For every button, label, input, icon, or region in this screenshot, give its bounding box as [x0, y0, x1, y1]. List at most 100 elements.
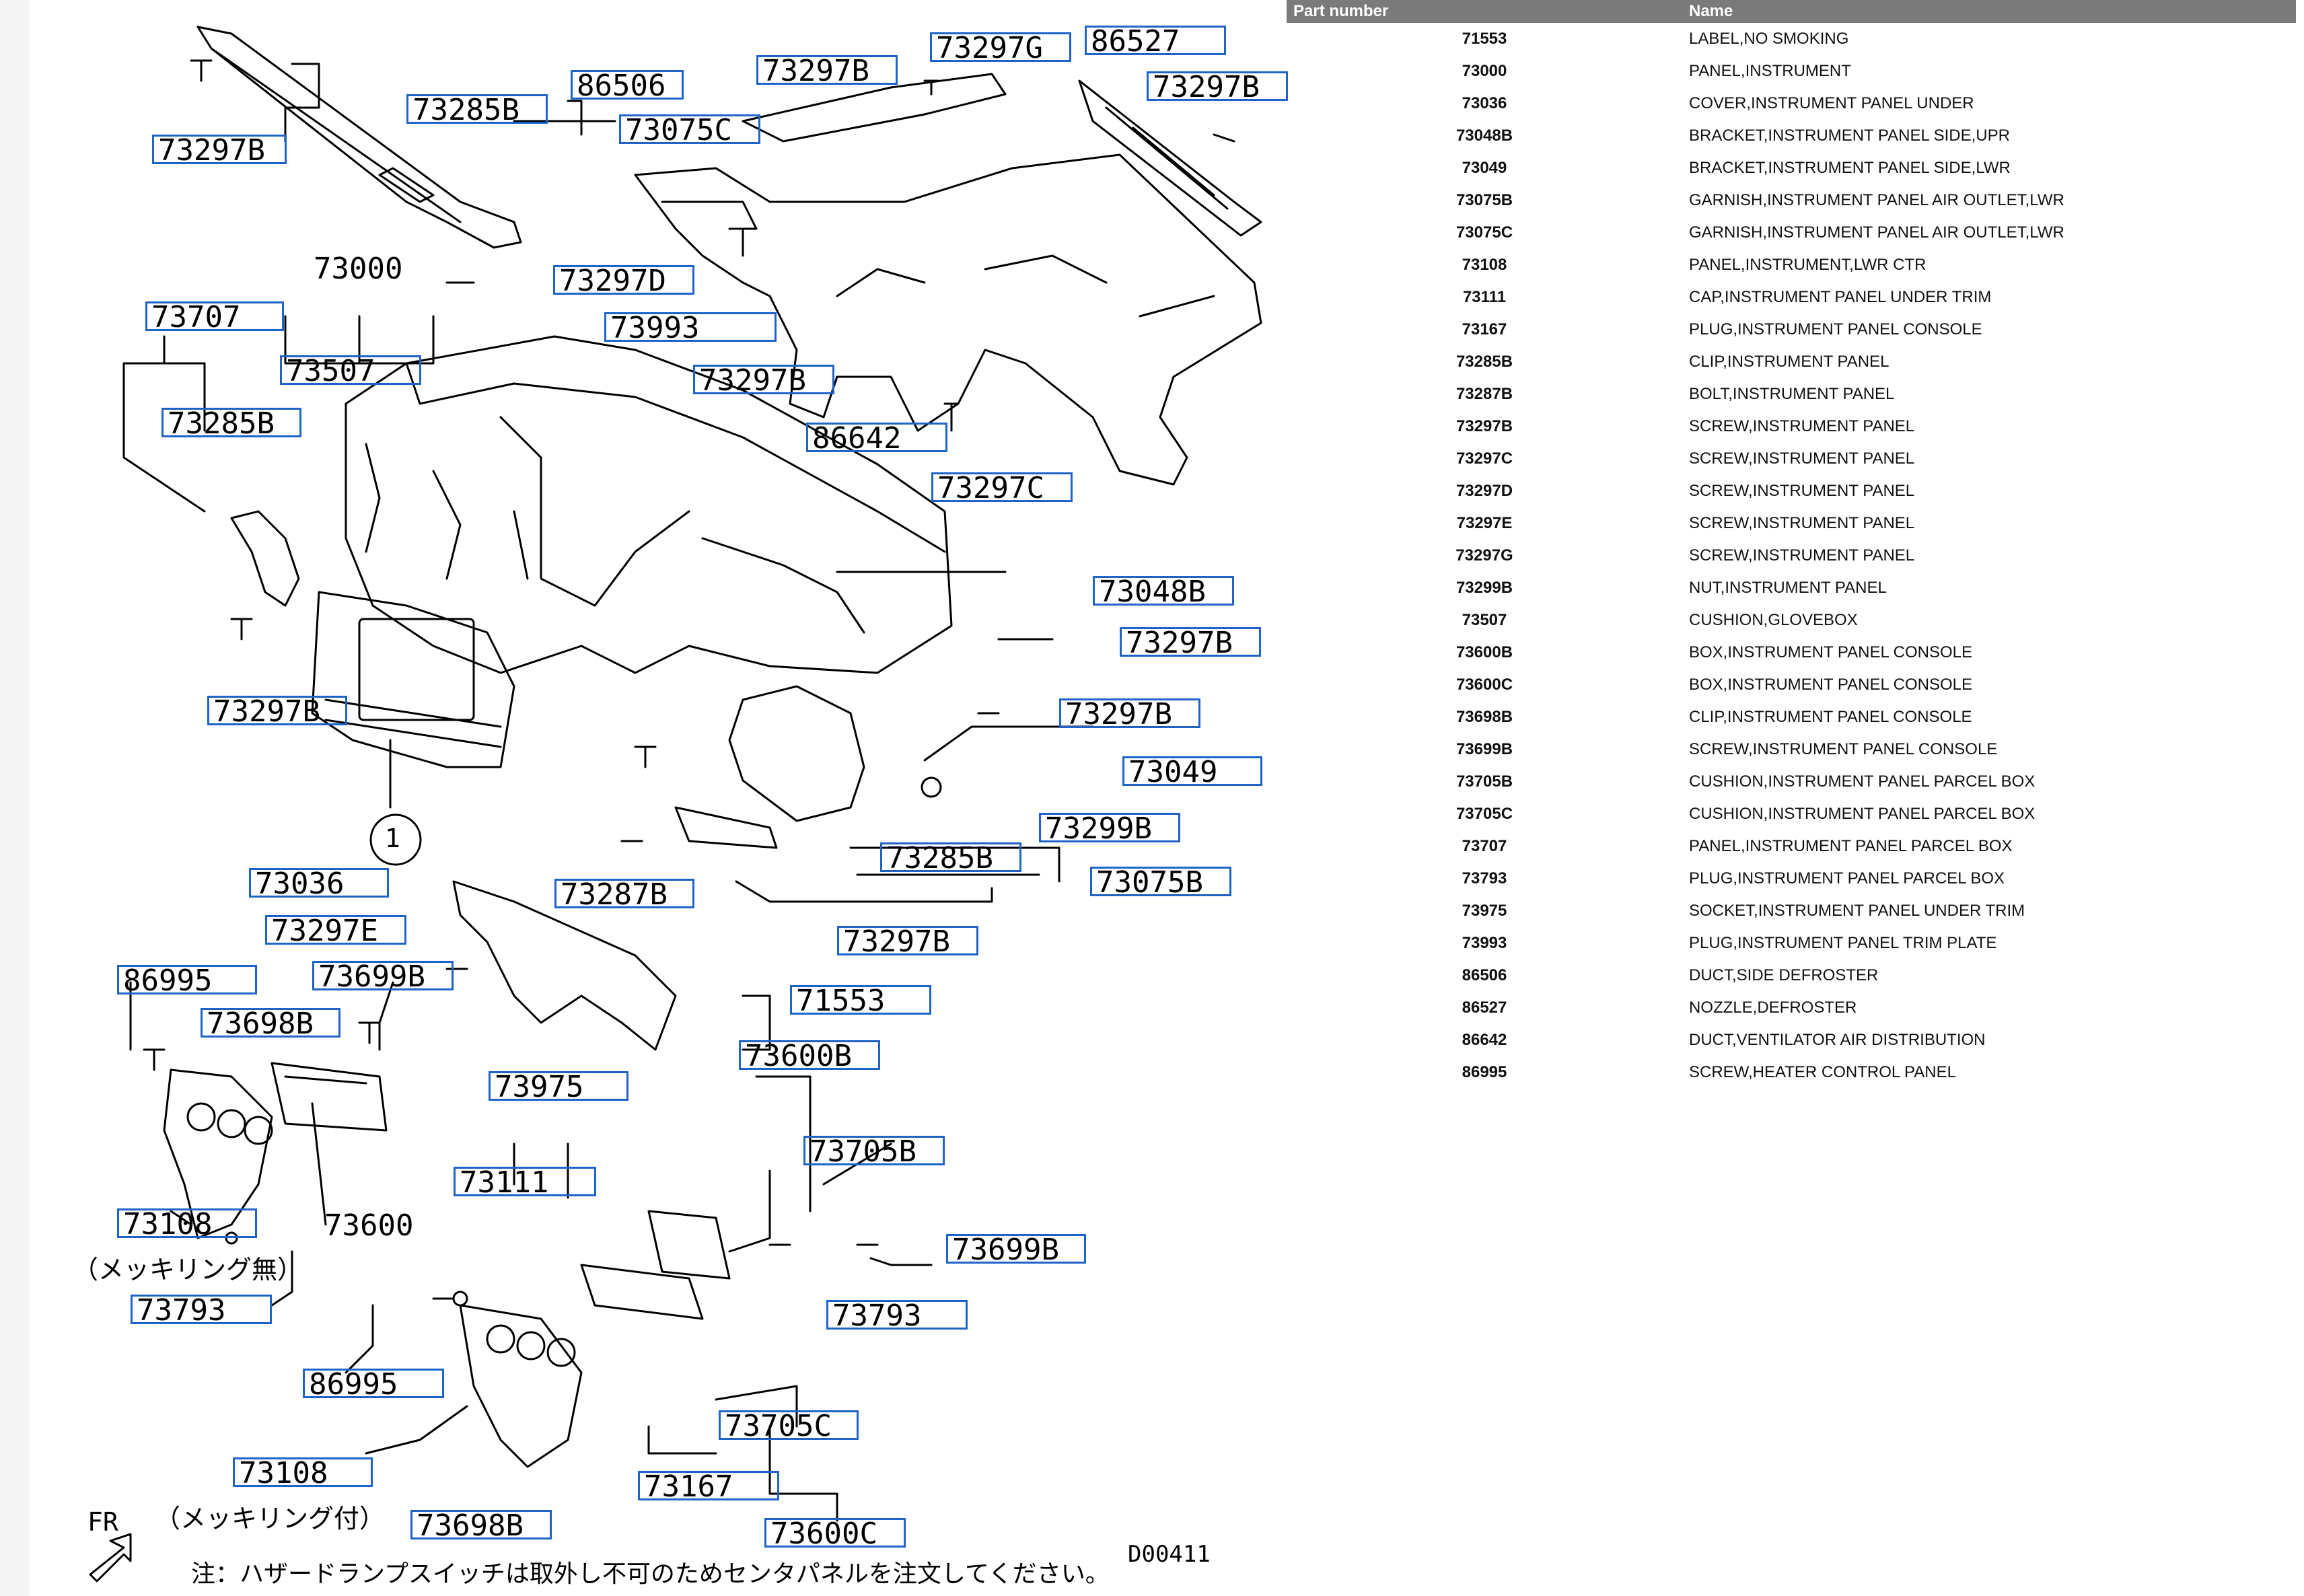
- fr-arrow: [89, 1533, 132, 1583]
- center-stack: [311, 591, 515, 768]
- callout-73111[interactable]: 73111: [454, 1167, 596, 1198]
- part-name-cell: SOCKET,INSTRUMENT PANEL UNDER TRIM: [1689, 902, 2025, 920]
- callout-73793[interactable]: 73793: [131, 1295, 272, 1326]
- callout-86527[interactable]: 86527: [1085, 26, 1226, 57]
- callout-73075b[interactable]: 73075B: [1090, 867, 1231, 898]
- callout-73049[interactable]: 73049: [1122, 756, 1262, 787]
- part-name-cell: LABEL,NO SMOKING: [1689, 30, 1849, 48]
- callout-71553[interactable]: 71553: [790, 985, 931, 1016]
- callout-73287b[interactable]: 73287B: [554, 879, 694, 910]
- part-number-cell: 73507: [1462, 611, 1507, 629]
- part-number-cell: 73600C: [1455, 676, 1513, 694]
- part-number-cell: 73167: [1462, 320, 1507, 338]
- column-header-part-number[interactable]: Part number: [1287, 0, 1682, 23]
- callout-73297b[interactable]: 73297B: [693, 365, 834, 396]
- callout-73297b[interactable]: 73297B: [837, 926, 978, 957]
- callout-73698b[interactable]: 73698B: [201, 1008, 340, 1039]
- callout-73699b[interactable]: 73699B: [312, 961, 454, 992]
- part-name-cell: PANEL,INSTRUMENT PANEL PARCEL BOX: [1689, 837, 2013, 855]
- part-name-cell: SCREW,INSTRUMENT PANEL: [1689, 482, 1915, 500]
- part-name-cell: PANEL,INSTRUMENT: [1689, 62, 1851, 80]
- callout-73975[interactable]: 73975: [489, 1071, 628, 1102]
- callout-73507[interactable]: 73507: [280, 355, 421, 386]
- callout-86506[interactable]: 86506: [571, 70, 684, 101]
- callout-73705b[interactable]: 73705B: [803, 1136, 945, 1167]
- ventilator-duct: [634, 153, 1262, 486]
- callout-86642[interactable]: 86642: [806, 423, 947, 454]
- part-name-cell: PLUG,INSTRUMENT PANEL TRIM PLATE: [1689, 934, 1997, 952]
- callout-73108[interactable]: 73108: [117, 1208, 257, 1239]
- callout-86995[interactable]: 86995: [117, 965, 257, 996]
- callout-73297b[interactable]: 73297B: [207, 696, 347, 727]
- column-header-name[interactable]: Name: [1682, 0, 2296, 23]
- callout-73075c[interactable]: 73075C: [619, 114, 760, 145]
- callout-86995[interactable]: 86995: [303, 1369, 444, 1400]
- callout-73297c[interactable]: 73297C: [931, 472, 1073, 503]
- callout-73793[interactable]: 73793: [826, 1300, 968, 1331]
- part-name-cell: BRACKET,INSTRUMENT PANEL SIDE,LWR: [1689, 159, 2011, 177]
- callout-73707[interactable]: 73707: [145, 301, 284, 332]
- callout-73036[interactable]: 73036: [249, 868, 389, 899]
- callout-73297b[interactable]: 73297B: [152, 135, 287, 166]
- callout-73993[interactable]: 73993: [604, 312, 777, 343]
- part-number-cell: 73285B: [1455, 353, 1513, 371]
- callout-73297d[interactable]: 73297D: [553, 265, 694, 296]
- callout-73297g[interactable]: 73297G: [930, 32, 1071, 63]
- callout-73297b[interactable]: 73297B: [1120, 627, 1261, 658]
- callout-73297b[interactable]: 73297B: [1147, 71, 1288, 102]
- callout-73285b[interactable]: 73285B: [880, 842, 1021, 873]
- window-left-strip: [0, 0, 31, 1596]
- callout-73705c[interactable]: 73705C: [719, 1410, 859, 1441]
- callout-73108[interactable]: 73108: [233, 1457, 373, 1488]
- part-number-cell: 73075B: [1455, 191, 1513, 209]
- callout-73698b[interactable]: 73698B: [410, 1510, 552, 1541]
- callout-73600b[interactable]: 73600B: [739, 1040, 880, 1071]
- callout-73297b[interactable]: 73297B: [756, 55, 898, 86]
- callout-73600c[interactable]: 73600C: [764, 1518, 906, 1549]
- callout-73299b[interactable]: 73299B: [1039, 813, 1180, 844]
- callout-73297e[interactable]: 73297E: [265, 915, 406, 946]
- part-number-cell: 73108: [1462, 256, 1507, 274]
- callout-73285b[interactable]: 73285B: [406, 94, 548, 125]
- callout-73285b[interactable]: 73285B: [161, 408, 301, 439]
- callout-73297b[interactable]: 73297B: [1059, 698, 1200, 729]
- callout-73167[interactable]: 73167: [638, 1471, 779, 1502]
- under-cover: [452, 880, 677, 1051]
- callout-73048b[interactable]: 73048B: [1093, 576, 1234, 607]
- callout-73699b[interactable]: 73699B: [946, 1234, 1086, 1265]
